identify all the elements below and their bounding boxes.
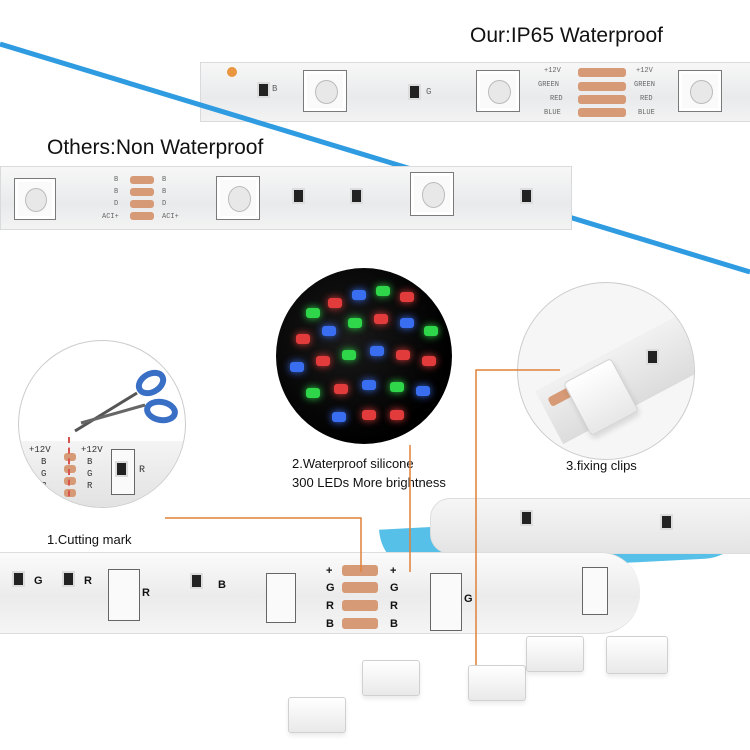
clip-5 [606,636,668,674]
cutting-mark-label: 1.Cutting mark [47,532,132,547]
clip-4 [526,636,584,672]
scissors-icon [74,369,178,433]
clip-1 [288,697,346,733]
ours-strip: B G +12V GREEN RED BLUE +12V GREEN RED B… [200,62,750,122]
orange-dot [227,67,237,77]
main-strip: G R R B + G R B + G R B G [0,552,640,634]
waterproof-silicone-label: 2.Waterproof silicone [292,456,414,471]
led-glow-inset [276,268,452,444]
cutting-mark-inset: +12V B G R +12V B G R R [18,340,186,508]
clip-3 [468,665,526,701]
led-brightness-label: 300 LEDs More brightness [292,475,446,490]
ours-waterproof-label: Our:IP65 Waterproof [470,24,663,47]
others-label: Others:Non Waterproof [47,136,264,159]
fixing-clips-label: 3.fixing clips [566,458,637,473]
clip-2 [362,660,420,696]
back-strip [430,498,750,554]
others-strip: B B D ACI+ B B D ACI+ [0,166,572,230]
divider-line [0,41,750,275]
fixing-clips-inset [517,282,695,460]
